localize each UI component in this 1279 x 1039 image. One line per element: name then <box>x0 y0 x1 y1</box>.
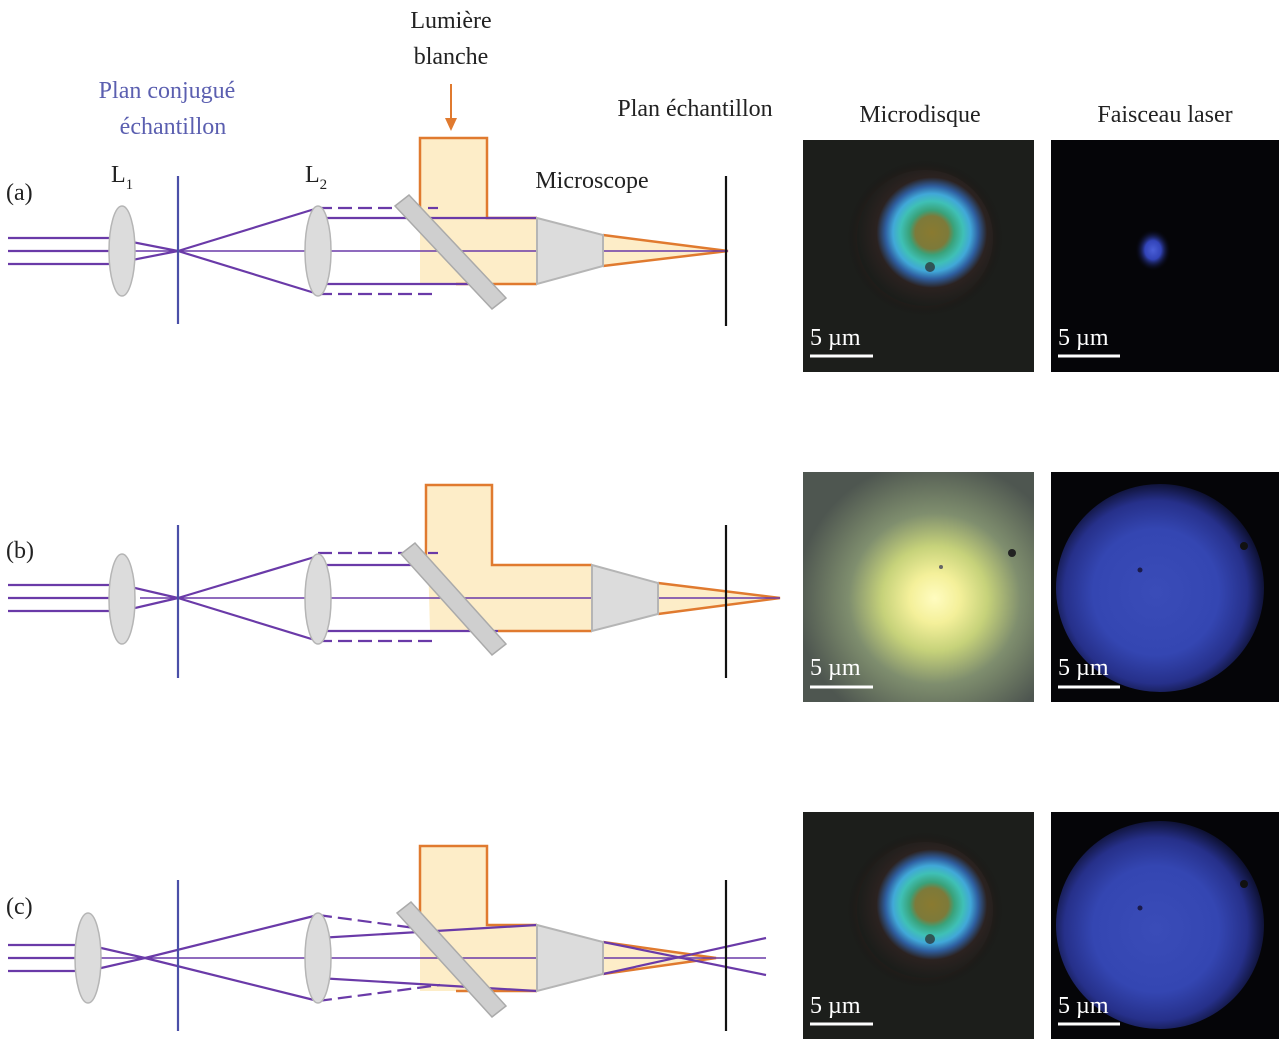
row-b-setup: (b) <box>6 483 781 678</box>
beam-splitter <box>395 900 508 1019</box>
scale-bar-label: 5 µm <box>1058 993 1109 1019</box>
row-a-setup: (a) <box>6 136 729 326</box>
scale-bar-label: 5 µm <box>1058 325 1109 351</box>
white-light-label-line2: blanche <box>414 44 489 70</box>
column-header-microdisk: Microdisque <box>859 102 980 128</box>
row-c-setup: (c) <box>6 844 767 1031</box>
beam-splitter <box>399 541 508 657</box>
microscope-objective <box>536 923 604 993</box>
lens-l1 <box>108 205 136 297</box>
row-label: (c) <box>6 894 33 920</box>
lens-l2 <box>304 553 332 645</box>
lens-l2 <box>304 205 332 297</box>
lens-l2 <box>304 912 332 1004</box>
row-label: (b) <box>6 538 34 564</box>
white-light-label-line1: Lumière <box>410 8 491 34</box>
microscope-objective <box>591 563 659 633</box>
lens-l2-label: L2 <box>305 162 327 193</box>
row-c-laser-image: 5 µm <box>1051 812 1279 1039</box>
microscope-objective <box>536 216 604 286</box>
white-light-arrow <box>445 84 457 131</box>
scale-bar-label: 5 µm <box>1058 655 1109 681</box>
lens-l1 <box>74 912 102 1004</box>
row-label: (a) <box>6 180 33 206</box>
scale-bar-label: 5 µm <box>810 993 861 1019</box>
conjugate-plane-label-line1: Plan conjugué <box>99 78 236 104</box>
sample-plane-label: Plan échantillon <box>617 96 772 122</box>
lens-l1 <box>108 553 136 645</box>
row-b-laser-image: 5 µm <box>1051 472 1279 702</box>
beam-splitter <box>393 193 508 311</box>
column-header-laser-beam: Faisceau laser <box>1097 102 1232 128</box>
row-a-microdisk-image: 5 µm <box>803 140 1034 372</box>
lens-l1-label: L1 <box>111 162 133 193</box>
row-b-microdisk-image: 5 µm <box>803 472 1034 702</box>
row-a-laser-image: 5 µm <box>1051 140 1279 372</box>
microscope-label: Microscope <box>535 168 648 194</box>
scale-bar-label: 5 µm <box>810 655 861 681</box>
row-c-microdisk-image: 5 µm <box>803 812 1034 1039</box>
conjugate-plane-label-line2: échantillon <box>120 114 227 140</box>
scale-bar-label: 5 µm <box>810 325 861 351</box>
